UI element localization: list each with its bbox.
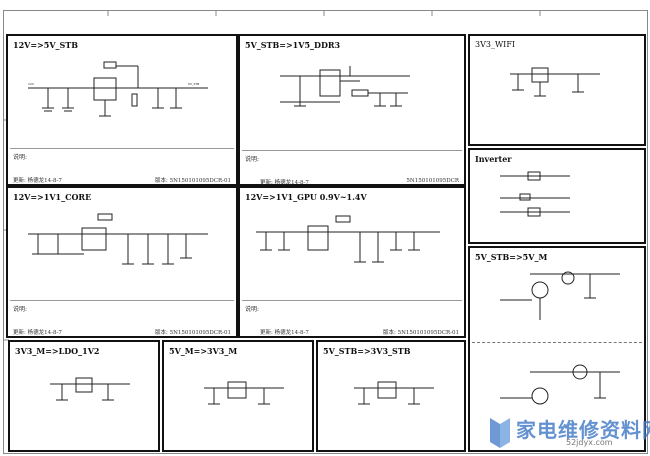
watermark-url: 52jdyx.com xyxy=(566,438,613,447)
sheet-border xyxy=(3,10,648,454)
svg-text:5V_STB: 5V_STB xyxy=(188,82,199,86)
author-label: 更新: 杨德龙14-8-7 xyxy=(260,330,309,336)
panel-title: 5V_M=>3V3_M xyxy=(169,346,238,356)
note-label: 说明: xyxy=(245,156,260,163)
author-label: 更新: 杨德龙14-8-7 xyxy=(13,178,62,184)
note-label: 说明: xyxy=(245,306,260,313)
watermark: 家电维修资料网 52jdyx.com xyxy=(486,412,650,452)
note-label: 说明: xyxy=(13,154,28,161)
panel-title: 12V=>5V_STB xyxy=(13,40,79,50)
panel-5v-m-3v3-m: 5V_M=>3V3_M xyxy=(162,340,314,452)
footer-rule xyxy=(10,148,234,149)
version-label: 版本: 5N150101095DCR-01 xyxy=(154,330,231,336)
panel-title: 3V3_WIFI xyxy=(475,40,516,49)
panel-title: Inverter xyxy=(475,154,512,164)
watermark-text: 家电维修资料网 xyxy=(516,418,650,442)
circuit-drawing xyxy=(510,67,600,97)
panel-12v-1v1-gpu: 12V=>1V1_GPU 0.9V~1.4V 说明: 更新: 杨德龙14-8-7… xyxy=(238,186,466,338)
author-label: 更新: 杨德龙14-8-7 xyxy=(260,180,309,186)
panel-title: 3V3_M=>LDO_1V2 xyxy=(15,346,100,356)
panel-title: 12V=>1V1_CORE xyxy=(13,192,92,202)
note-label: 说明: xyxy=(13,306,28,313)
panel-3v3-wifi: 3V3_WIFI xyxy=(468,34,646,146)
panel-title: 5V_STB=>3V3_STB xyxy=(323,346,411,356)
panel-12v-1v1-core: 12V=>1V1_CORE 说明: 更新: 杨德龙14-8-7 版本: 5N15… xyxy=(6,186,238,338)
panel-5v-stb-5v-m: 5V_STB=>5V_M xyxy=(468,246,646,452)
footer-rule xyxy=(242,300,462,301)
svg-text:12V: 12V xyxy=(28,82,35,86)
circuit-drawing xyxy=(256,215,440,263)
panel-title: 12V=>1V1_GPU 0.9V~1.4V xyxy=(245,192,367,202)
circuit-drawing: 5V_STB 12V xyxy=(28,61,208,117)
version-label: 5N150101095DCR xyxy=(406,178,459,184)
circuit-drawing xyxy=(204,381,284,405)
version-label: 版本: 5N150101095DCR-01 xyxy=(382,330,459,336)
panel-5v-stb-1v5-ddr3: 5V_STB=>1V5_DDR3 说明: 更新: 杨德龙14-8-7 5N150… xyxy=(238,34,466,186)
panel-title: 5V_STB=>5V_M xyxy=(475,252,548,262)
circuit-drawing xyxy=(28,213,208,265)
section-divider xyxy=(472,342,642,343)
book-logo-icon xyxy=(490,418,510,448)
panel-5v-stb-3v3-stb: 5V_STB=>3V3_STB xyxy=(316,340,466,452)
panel-inverter: Inverter xyxy=(468,148,646,244)
version-label: 版本: 5N150101095DCR-01 xyxy=(154,178,231,184)
panel-title: 5V_STB=>1V5_DDR3 xyxy=(245,40,341,50)
author-label: 更新: 杨德龙14-8-7 xyxy=(13,330,62,336)
footer-rule xyxy=(10,300,234,301)
footer-rule xyxy=(242,150,462,151)
circuit-drawing xyxy=(354,381,434,405)
circuit-drawing xyxy=(500,171,570,217)
circuit-drawing xyxy=(280,66,410,107)
panel-3v3-m-ldo-1v2: 3V3_M=>LDO_1V2 xyxy=(8,340,160,452)
circuit-drawing xyxy=(50,377,130,401)
circuit-drawing xyxy=(500,271,620,405)
